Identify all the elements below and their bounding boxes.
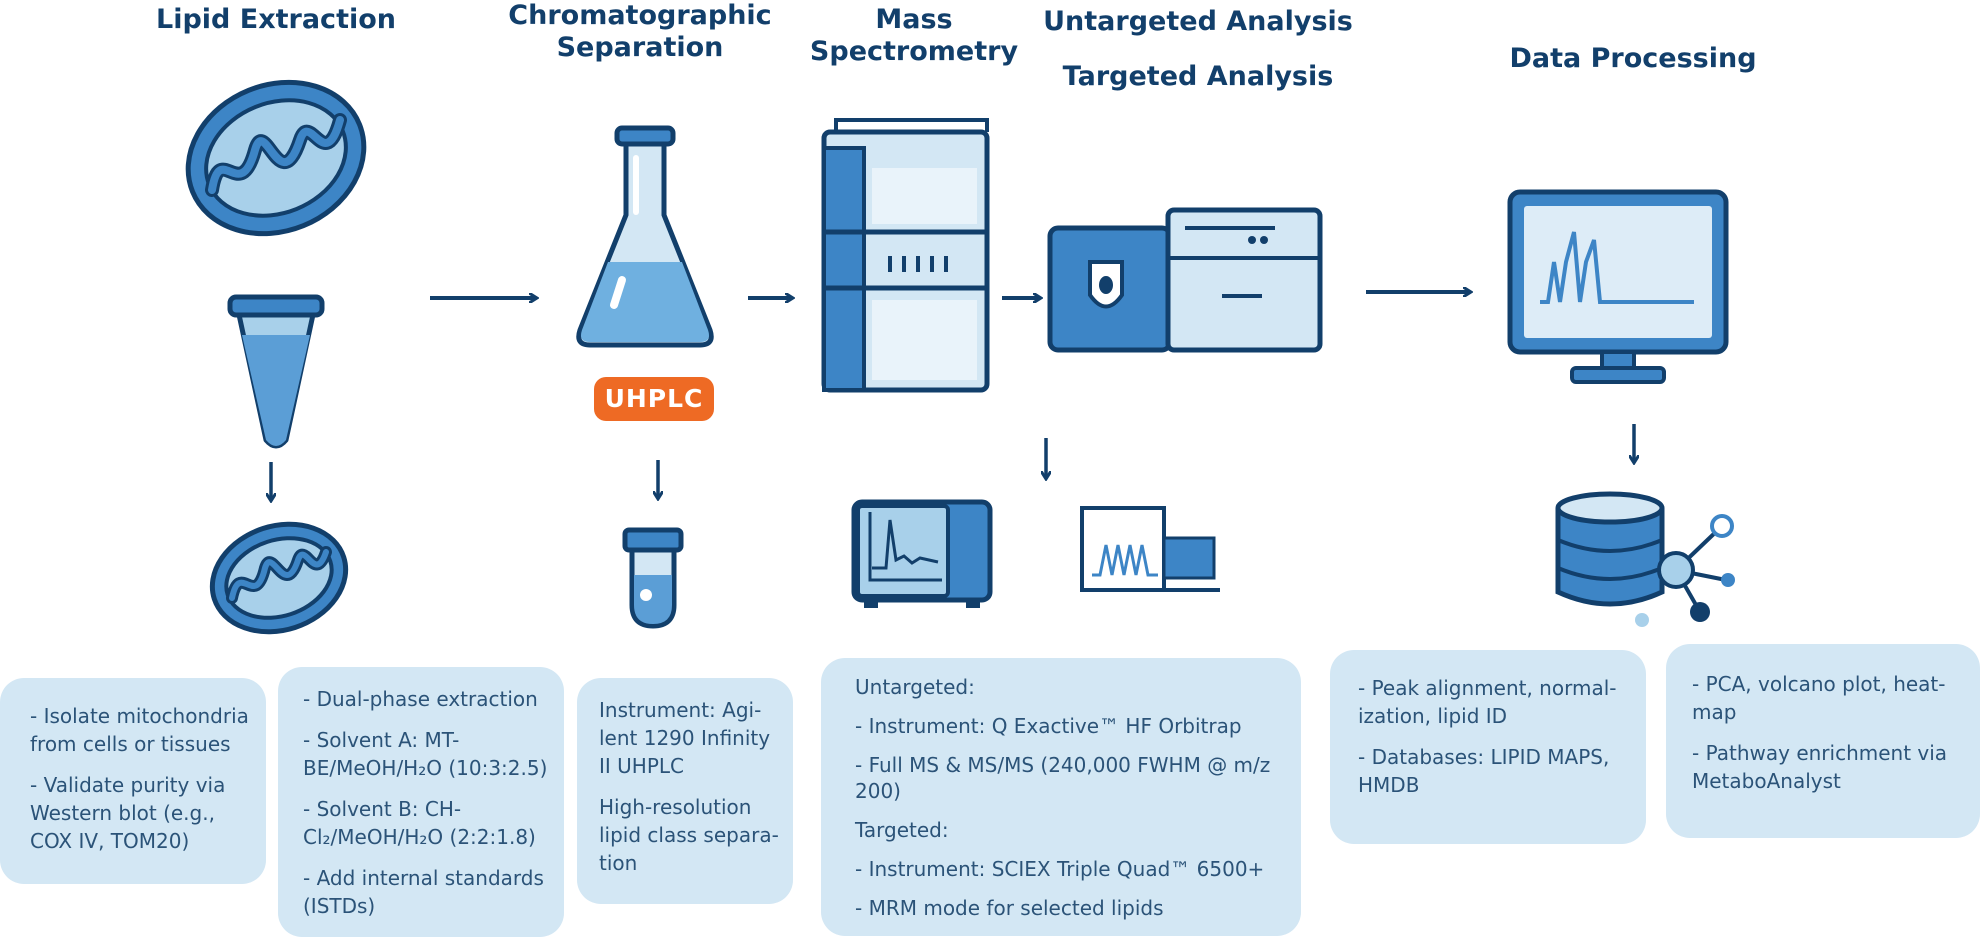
description-line: Instrument: Agi-lent 1290 Infinity II UH… (599, 698, 771, 778)
description-line: - Instrument: Q Exactive™ HF Orbitrap (855, 714, 1242, 738)
lc-stack-icon (821, 118, 990, 393)
network-icon (1635, 514, 1735, 627)
description-line: - Solvent B: CH-Cl₂/MeOH/H₂O (2:2:1.8) (303, 797, 536, 849)
flask-icon (576, 125, 714, 348)
title-lipid-extraction: Lipid Extraction (155, 4, 397, 35)
description-box-5: - Peak alignment, normal-ization, lipid … (1330, 650, 1646, 844)
description-line: - Isolate mitochondria from cells or tis… (30, 704, 249, 756)
description-line: - Full MS & MS/MS (240,000 FWHM @ m/z 20… (855, 753, 1271, 803)
detector-screen-icon (851, 499, 993, 608)
description-line: Untargeted: (855, 675, 975, 699)
title-data-processing: Data Processing (1509, 43, 1757, 74)
title-line-1: Mass (875, 4, 953, 35)
mass-spectrometer-icon (1047, 207, 1323, 353)
title-line-2: Spectrometry (809, 36, 1019, 67)
description-box-1: - Isolate mitochondria from cells or tis… (0, 678, 266, 884)
database-icon (1555, 491, 1665, 607)
title-targeted-analysis: Targeted Analysis (1062, 61, 1334, 92)
description-line: - PCA, volcano plot, heat-map (1692, 672, 1946, 724)
description-box-6: - PCA, volcano plot, heat-map - Pathway … (1666, 644, 1980, 838)
microtube-icon (227, 294, 325, 449)
title-untargeted-analysis: Untargeted Analysis (1043, 6, 1353, 37)
title-line-2: Separation (556, 32, 724, 63)
description-line: Targeted: (855, 818, 949, 842)
description-line: - Solvent A: MT-BE/MeOH/H₂O (10:3:2.5) (303, 728, 548, 780)
title-chromatographic-separation: Chromatographic Separation (508, 0, 771, 64)
title-line-1: Chromatographic (508, 0, 772, 31)
description-line: - Peak alignment, normal-ization, lipid … (1358, 676, 1617, 728)
description-line: - Databases: LIPID MAPS, HMDB (1358, 745, 1610, 797)
description-line: - MRM mode for selected lipids (855, 896, 1164, 920)
description-line: High-resolution lipid class separa-tion (599, 795, 779, 875)
mitochondrion-small-icon (209, 521, 349, 635)
description-line: - Pathway enrichment via MetaboAnalyst (1692, 741, 1948, 793)
chromatogram-icon (1080, 506, 1220, 592)
description-line: - Instrument: SCIEX Triple Quad™ 6500+ (855, 857, 1265, 881)
description-box-3: Instrument: Agi-lent 1290 Infinity II UH… (577, 678, 793, 904)
uhplc-badge: UHPLC (594, 377, 714, 421)
title-mass-spectrometry: Mass Spectrometry (810, 4, 1018, 68)
mitochondrion-icon (185, 79, 367, 237)
description-box-2: - Dual-phase extraction - Solvent A: MT-… (278, 667, 564, 937)
description-line: - Dual-phase extraction (303, 687, 538, 711)
description-line: - Validate purity via Western blot (e.g.… (30, 773, 226, 853)
description-line: - Add internal standards (ISTDs) (303, 866, 544, 918)
vial-icon (622, 527, 684, 629)
computer-monitor-icon (1507, 189, 1729, 384)
description-box-4: Untargeted: - Instrument: Q Exactive™ HF… (821, 658, 1301, 936)
